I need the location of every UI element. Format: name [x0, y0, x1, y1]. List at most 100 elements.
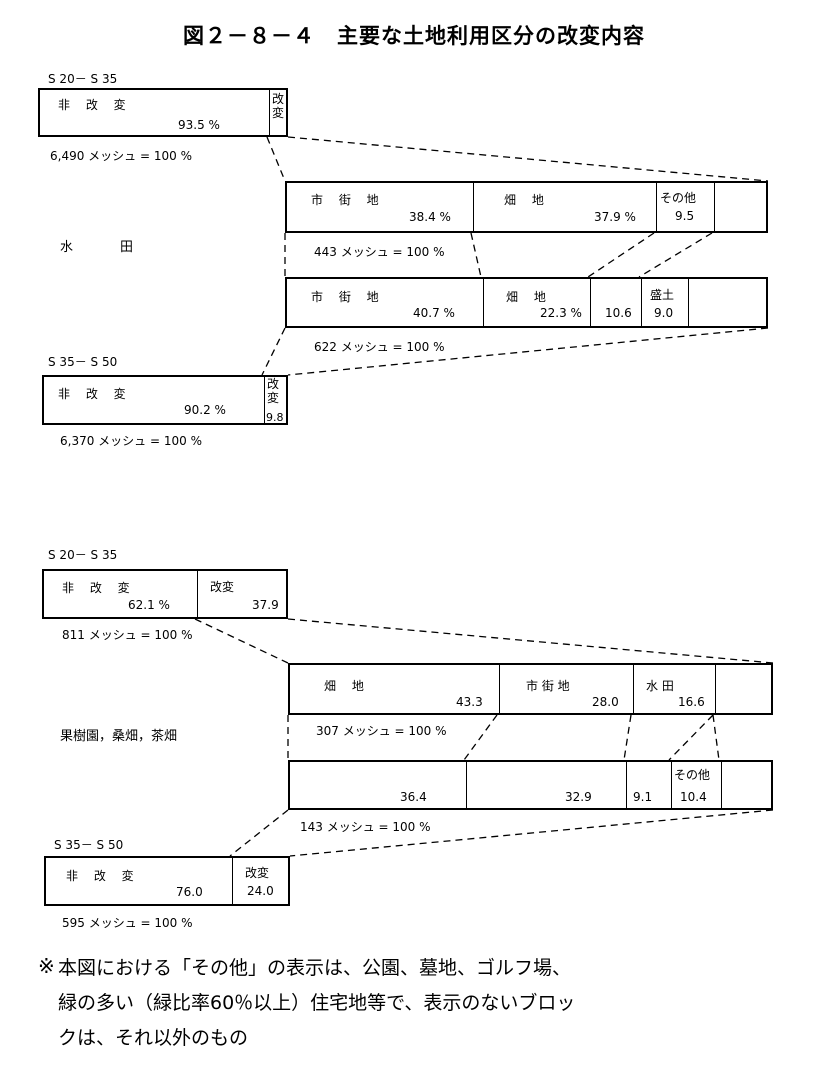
- segment-value: 22.3 %: [540, 306, 582, 320]
- paddy-mid2-seg-unlabeled-2: [688, 279, 766, 326]
- paddy-bottom-non-change-segment: 非 改 変 90.2 %: [44, 377, 264, 423]
- segment-label: 改 変: [266, 377, 279, 405]
- orchard-mid2-seg-1: 36.4: [290, 762, 466, 808]
- orchard-mid1-seg-paddy: 水 田 16.6: [633, 665, 715, 713]
- paddy-mid1-seg-field: 畑 地 37.9 %: [473, 183, 656, 231]
- paddy-bottom-change-segment: 改 変 9.8: [264, 377, 286, 424]
- segment-value: 9.1: [633, 790, 653, 804]
- paddy-mid2-seg-urban: 市 街 地 40.7 %: [287, 279, 483, 326]
- connector-line: [712, 714, 720, 761]
- period-label-top: S 20－ S 35: [48, 72, 118, 86]
- segment-value: 24.0: [247, 884, 274, 898]
- paddy-mid1-bar: 市 街 地 38.4 % 畑 地 37.9 % その他 9.5: [285, 181, 768, 233]
- segment-label: 改変: [245, 866, 270, 880]
- connector-line: [287, 618, 774, 664]
- paddy-top-change-segment: 改 変: [269, 90, 286, 135]
- segment-label: 畑 地: [324, 679, 370, 693]
- orchard-bottom-mesh: 595 メッシュ = 100 %: [62, 916, 193, 930]
- segment-value: 37.9 %: [594, 210, 636, 224]
- orchard-mid1-seg-field: 畑 地 43.3: [290, 665, 499, 713]
- orchard-mid2-seg-other: その他 10.4: [671, 762, 721, 808]
- orchard-bottom-bar: 非 改 変 76.0 改変 24.0: [44, 856, 290, 906]
- orchard-mid1-bar: 畑 地 43.3 市 街 地 28.0 水 田 16.6: [288, 663, 773, 715]
- segment-label: 盛土: [650, 288, 675, 302]
- segment-label: その他: [674, 768, 711, 782]
- segment-label: 非 改 変: [62, 581, 136, 595]
- segment-label: 水 田: [646, 679, 674, 693]
- orchard-bottom-non-change-segment: 非 改 変 76.0: [46, 858, 232, 904]
- segment-label: その他: [660, 191, 697, 205]
- paddy-mid1-seg-urban: 市 街 地 38.4 %: [287, 183, 473, 231]
- segment-label: 改変: [210, 580, 235, 594]
- segment-value: 62.1 %: [128, 598, 170, 612]
- paddy-mid2-seg-unlabeled-1: 10.6: [590, 279, 641, 326]
- orchard-mid1-mesh: 307 メッシュ = 100 %: [316, 724, 447, 738]
- paddy-bottom-mesh: 6,370 メッシュ = 100 %: [60, 434, 202, 448]
- orchard-bottom-change-segment: 改変 24.0: [232, 858, 288, 904]
- paddy-mid2-bar: 市 街 地 40.7 % 畑 地 22.3 % 10.6 盛土 9.0: [285, 277, 768, 328]
- segment-label: 市 街 地: [526, 679, 570, 693]
- note-mark: ※: [38, 954, 55, 978]
- segment-label: 改 変: [271, 92, 284, 120]
- segment-label: 市 街 地: [311, 193, 385, 207]
- connector-line: [266, 136, 286, 182]
- connector-line: [287, 136, 769, 182]
- orchard-mid2-seg-unlabeled: [721, 762, 771, 808]
- segment-label: 非 改 変: [58, 98, 132, 112]
- period-label-top: S 20－ S 35: [48, 548, 118, 562]
- orchard-top-bar: 非 改 変 62.1 % 改変 37.9: [42, 569, 288, 619]
- paddy-top-non-change-segment: 非 改 変 93.5 %: [40, 90, 269, 135]
- segment-value: 36.4: [400, 790, 427, 804]
- orchard-mid1-seg-urban: 市 街 地 28.0: [499, 665, 633, 713]
- segment-label: 畑 地: [504, 193, 550, 207]
- paddy-bottom-bar: 非 改 変 90.2 % 改 変 9.8: [42, 375, 288, 425]
- connector-line: [261, 327, 286, 376]
- figure-title: 図２－８－４ 主要な土地利用区分の改変内容: [183, 24, 645, 48]
- connector-line: [638, 232, 713, 278]
- segment-value: 10.4: [680, 790, 707, 804]
- orchard-category-label: 果樹園，桑畑，茶畑: [60, 729, 178, 744]
- connector-line: [194, 618, 289, 664]
- paddy-mid1-seg-other: その他 9.5: [656, 183, 714, 231]
- orchard-top-change-segment: 改変 37.9: [197, 571, 286, 617]
- paddy-mid2-seg-fill: 盛土 9.0: [641, 279, 688, 326]
- segment-value: 93.5 %: [178, 118, 220, 132]
- segment-value: 90.2 %: [184, 403, 226, 417]
- segment-value: 16.6: [678, 695, 705, 709]
- paddy-mid2-seg-field: 畑 地 22.3 %: [483, 279, 590, 326]
- segment-label: 非 改 変: [66, 869, 140, 883]
- orchard-mid2-seg-3: 9.1: [626, 762, 671, 808]
- orchard-mid1-seg-unlabeled: [715, 665, 771, 713]
- period-label-bottom: S 35－ S 50: [48, 355, 118, 369]
- connector-line: [470, 232, 482, 278]
- paddy-category-label: 水 田: [60, 240, 136, 255]
- orchard-mid2-seg-2: 32.9: [466, 762, 626, 808]
- connector-line: [623, 714, 632, 761]
- note-line-3: クは、それ以外のもの: [58, 1027, 249, 1049]
- orchard-top-non-change-segment: 非 改 変 62.1 %: [44, 571, 197, 617]
- connector-line: [289, 809, 774, 857]
- note-line-2: 緑の多い（緑比率60％以上）住宅地等で、表示のないブロッ: [58, 992, 576, 1014]
- segment-label: 非 改 変: [58, 387, 132, 401]
- period-label-bottom: S 35－ S 50: [54, 838, 124, 852]
- segment-value: 10.6: [605, 306, 632, 320]
- paddy-top-bar: 非 改 変 93.5 % 改 変: [38, 88, 288, 137]
- segment-label: 市 街 地: [311, 290, 385, 304]
- segment-value: 37.9: [252, 598, 279, 612]
- orchard-mid2-mesh: 143 メッシュ = 100 %: [300, 820, 431, 834]
- connector-line: [587, 232, 655, 278]
- orchard-top-mesh: 811 メッシュ = 100 %: [62, 628, 193, 642]
- segment-value: 76.0: [176, 885, 203, 899]
- note-line-1: 本図における「その他」の表示は、公園、墓地、ゴルフ場、: [58, 957, 572, 979]
- connector-line: [229, 809, 289, 857]
- paddy-mid1-mesh: 443 メッシュ = 100 %: [314, 245, 445, 259]
- connector-line: [668, 714, 714, 761]
- segment-value: 28.0: [592, 695, 619, 709]
- orchard-mid2-bar: 36.4 32.9 9.1 その他 10.4: [288, 760, 773, 810]
- paddy-mid1-seg-unlabeled: [714, 183, 766, 231]
- segment-value: 43.3: [456, 695, 483, 709]
- segment-value: 38.4 %: [409, 210, 451, 224]
- connector-line: [287, 327, 769, 376]
- segment-value: 9.8: [266, 411, 284, 424]
